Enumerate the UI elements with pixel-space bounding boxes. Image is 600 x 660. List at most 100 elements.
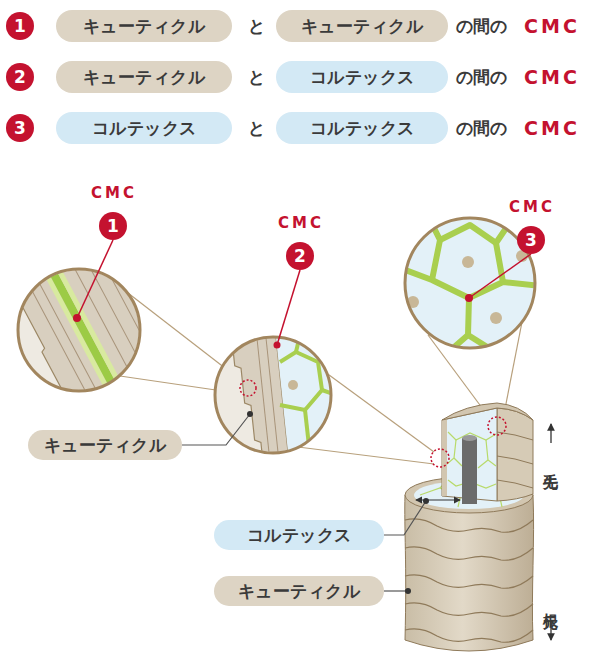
hair-shaft-part-part <box>454 458 462 466</box>
callout-leader <box>77 240 531 345</box>
zoom-circle-boundary-part-part-part <box>280 352 322 410</box>
zoom-circle-cuticle-part-part-part <box>6 221 133 459</box>
zoom-circle-boundary-part-part-part <box>255 321 271 470</box>
zoom-circle-boundary-part <box>215 337 331 453</box>
zoom-circle-cuticle-part-part-part <box>25 209 156 450</box>
hair-shaft-part-part <box>458 498 460 507</box>
zoom-circle-cuticle-part-part <box>0 177 216 475</box>
zoom-circle-cortex <box>400 210 540 355</box>
callout-number-text: 2 <box>294 248 306 265</box>
hair-shaft-part-part <box>405 519 533 532</box>
direction-label: 根元 <box>543 601 560 605</box>
hair-shaft-part-part <box>447 440 456 464</box>
zoom-circle-boundary-part-part-part <box>322 390 336 395</box>
hair-shaft-part-part <box>405 629 533 642</box>
cmc-label: CMC <box>278 215 324 232</box>
callout-circle-shape <box>6 63 34 91</box>
row-text: の間の <box>456 17 507 36</box>
label-pill: コルテックス <box>276 61 448 93</box>
callout-number: 2 <box>6 63 34 91</box>
label-text: コルテックス <box>310 119 415 138</box>
zoom-circle-cuticle-part-part-part <box>0 177 216 475</box>
zoom-circle-cortex-part <box>405 218 535 348</box>
row-text: と <box>248 119 265 138</box>
label-text: キューティクル <box>83 68 206 87</box>
hair-shaft-part <box>405 495 534 651</box>
label-leader-part <box>182 414 250 445</box>
zoom-line-part <box>325 372 434 452</box>
hair-shaft <box>405 403 534 651</box>
zoom-circle-cortex-part-part <box>490 312 502 324</box>
hair-shaft-part <box>462 438 477 504</box>
hair-shaft-part <box>442 403 533 420</box>
callout-number-text: 3 <box>14 120 26 137</box>
callout-circle-shape <box>6 12 34 40</box>
zoom-circle-cuticle-part-part-part <box>40 203 167 441</box>
callout-leader-part <box>77 240 113 318</box>
direction-arrow-part <box>550 621 551 640</box>
hair-shaft-part-part <box>405 547 533 560</box>
cmc-label: CMC <box>91 185 137 202</box>
callout-number: 3 <box>6 114 34 142</box>
direction-label: 毛先 <box>543 461 560 465</box>
zoom-circle-cuticle-part-part-part <box>52 197 179 435</box>
zoom-circle-boundary <box>215 312 359 473</box>
callout-leader-part <box>277 270 300 345</box>
hair-shaft-part <box>497 408 533 501</box>
direction-arrow-part <box>550 424 551 443</box>
zoom-circle-cortex-part-part <box>400 210 540 355</box>
zoom-circle-cortex-part <box>400 210 540 355</box>
hair-shaft-part <box>442 419 447 496</box>
direction-arrow <box>550 424 551 640</box>
label-pill: キューティクル <box>56 10 232 42</box>
callout-leader-part <box>469 254 531 298</box>
zoom-circle-boundary-part-part <box>288 380 298 390</box>
row-text: と <box>248 17 265 36</box>
label-pill: キューティクル <box>276 10 448 42</box>
cmc-label: CMC <box>524 16 580 37</box>
hair-shaft-part <box>497 432 533 488</box>
zoom-circle-cuticle <box>0 177 216 475</box>
label-leader-part <box>384 590 408 591</box>
row-text: の間の <box>456 68 507 87</box>
row-text: と <box>248 68 265 87</box>
hair-shaft-part <box>462 435 477 441</box>
hair-shaft-part <box>488 417 506 435</box>
zoom-line-part <box>298 447 434 464</box>
callout-circle-shape <box>99 212 127 240</box>
zoom-circle-cuticle-part-part-part <box>65 190 192 428</box>
label-text: キューティクル <box>301 17 424 36</box>
hair-shaft-part <box>416 499 460 500</box>
hair-shaft-part-part <box>448 432 496 440</box>
label-pill: コルテックス <box>276 112 448 144</box>
label-text: コルテックス <box>310 68 415 87</box>
hair-shaft-part-part <box>478 460 488 468</box>
zoom-circle-boundary-part-part-part <box>274 312 359 468</box>
row-text: の間の <box>456 119 507 138</box>
callout-number-text: 1 <box>107 218 119 235</box>
zoom-circle-cortex-part-part <box>462 256 474 268</box>
hair-shaft-part-part <box>405 603 533 616</box>
hair-shaft-part <box>431 449 449 467</box>
callout-number: 3 <box>517 226 545 254</box>
label-pill: キューティクル <box>56 61 232 93</box>
cmc-label: CMC <box>524 67 580 88</box>
label-text: キューティクル <box>44 436 167 455</box>
label-text: コルテックス <box>92 119 197 138</box>
hair-shaft-part <box>405 519 533 642</box>
label-pill: コルテックス <box>56 112 232 144</box>
callout-number-text: 1 <box>14 18 26 35</box>
label-pill: キューティクル <box>214 576 384 606</box>
callout-number-text: 3 <box>525 232 537 249</box>
label-leader-part <box>423 498 429 504</box>
zoom-circle-cuticle-part <box>0 177 216 475</box>
callout-circle-shape <box>286 242 314 270</box>
zoom-circle-cuticle-part-part-part <box>14 215 145 456</box>
label-text: コルテックス <box>247 526 352 545</box>
hair-shaft-part-part <box>497 480 533 488</box>
zoom-circle-cortex-part-part-part <box>425 210 440 280</box>
zoom-circle-cuticle-part-part-part <box>18 211 152 453</box>
callout-number: 1 <box>6 12 34 40</box>
label-text: キューティクル <box>83 17 206 36</box>
